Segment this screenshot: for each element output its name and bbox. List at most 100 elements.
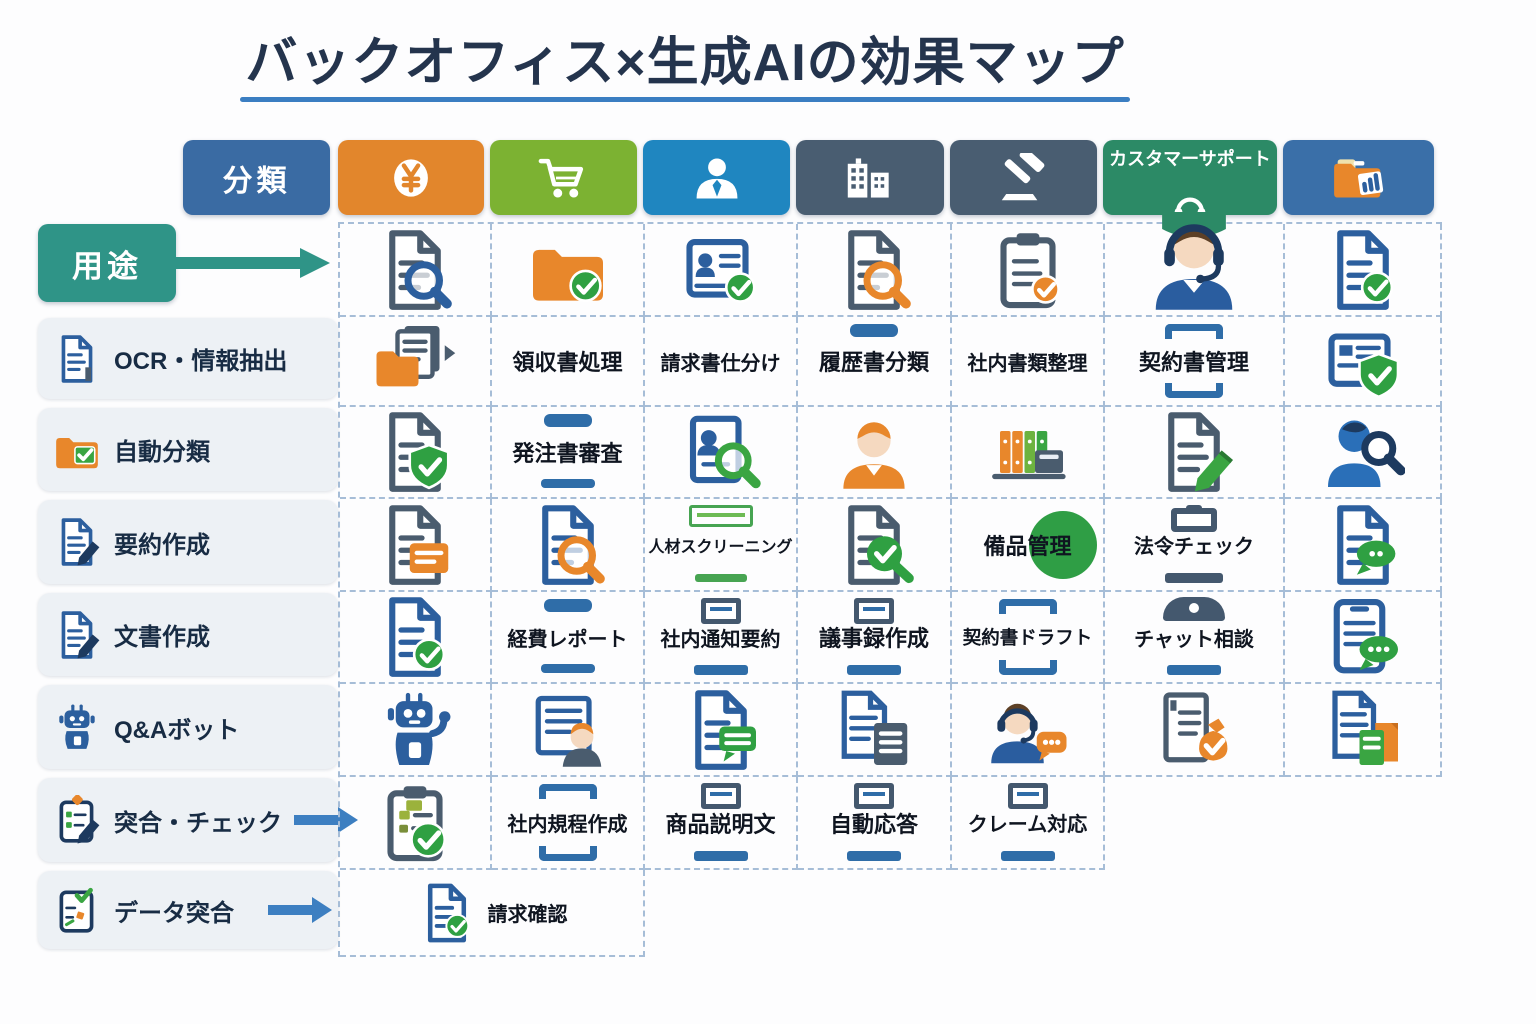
tablet-deco (540, 664, 595, 673)
grid-cell (952, 407, 1105, 499)
doc-deco (847, 851, 901, 861)
doc-check-green-icon (373, 595, 457, 679)
green-lines-deco (694, 574, 747, 582)
doc-deco (700, 598, 741, 624)
grid-cell (340, 499, 492, 592)
grid-cell (340, 407, 492, 499)
grid-cell (492, 684, 645, 777)
clipboard-check-big-icon (373, 781, 457, 865)
cell-label: クレーム対応 (967, 814, 1088, 836)
grid-cell: 発注書審査 (492, 407, 645, 499)
grid-cell (1285, 592, 1442, 684)
grid-cell (1285, 870, 1442, 957)
grid-cell: 社内規程作成 (492, 777, 645, 870)
clipboard-check-orange-icon (986, 228, 1070, 312)
grid-cell (798, 224, 952, 317)
doc-search-orange-blue-icon (526, 503, 610, 587)
doc-search-orange-icon (832, 228, 916, 312)
grid-cell: 領収書処理 (492, 317, 645, 407)
card-shield-icon (1321, 319, 1405, 403)
cell-label: 人材スクリーニング (648, 538, 793, 556)
doc-pencil-green-icon (1152, 410, 1236, 494)
grid-cell (798, 407, 952, 499)
row-label-summary-creation: 要約作成 (38, 500, 338, 584)
cell-label: 社内通知要約 (660, 628, 781, 651)
grid-cell: 商品説明文 (645, 777, 798, 870)
headset-deco (1163, 597, 1225, 621)
grid-cell (1105, 777, 1285, 870)
column-header-label: カスタマーサポート (1109, 149, 1271, 169)
grid-cell (952, 224, 1105, 317)
row-label-matching-check: 突合・チェック (38, 778, 358, 862)
binders-box-icon (986, 410, 1070, 494)
grid-cell (340, 684, 492, 777)
grid-cell (1285, 407, 1442, 499)
grid-cell: 議事録作成 (798, 592, 952, 684)
row-label-text: OCR・情報抽出 (114, 348, 288, 375)
grid-cell (340, 317, 492, 407)
grid-cell: クレーム対応 (952, 777, 1105, 870)
cell-label: 履歴書分類 (818, 350, 929, 375)
clipboard-deco (1165, 573, 1223, 583)
doc-person-icon (526, 688, 610, 772)
robot-wave-icon (373, 688, 457, 772)
row-label-auto-classification: 自動分類 (38, 408, 338, 491)
grid-cell (798, 499, 952, 592)
row-label-text: 突合・チェック (114, 809, 282, 837)
grid-cell (952, 870, 1105, 957)
yen-icon (379, 153, 443, 203)
usage-arrow (174, 257, 300, 269)
grid-cell (1105, 684, 1285, 777)
column-header-purchasing (490, 140, 637, 215)
grid-cell: 経費レポート (492, 592, 645, 684)
row-label-text: 自動分類 (114, 439, 210, 466)
grid-cell: 人材スクリーニング (645, 499, 798, 592)
column-header-legal (950, 140, 1097, 215)
cell-label: 備品管理 (983, 533, 1072, 559)
effect-grid: 領収書処理請求書仕分け履歴書分類社内書類整理契約書管理発注書審査人材スクリーニン… (338, 211, 1442, 957)
grid-cell (1105, 211, 1285, 317)
doc-bubble-icon (1321, 503, 1405, 587)
usage-header: 用途 (38, 224, 176, 302)
grid-cell (645, 684, 798, 777)
grid-cell: 契約書ドラフト (952, 592, 1105, 684)
doc-lines-icon (52, 334, 102, 384)
cart-icon (532, 153, 596, 203)
folder-check-badge-icon (526, 228, 610, 312)
usage-arrow-head (300, 248, 330, 278)
cell-label: 発注書審査 (512, 441, 623, 466)
scan-docs-icon (373, 319, 457, 403)
grid-cell: 契約書管理 (1105, 317, 1285, 407)
grid-cell (1105, 870, 1285, 957)
folder-chart-icon (1327, 153, 1391, 203)
brackets-deco (1165, 324, 1223, 339)
column-header-general-affairs (796, 140, 944, 215)
grid-cell (952, 684, 1105, 777)
bar-top-deco (850, 324, 898, 337)
tablet-deco (543, 599, 592, 612)
grid-cell (1285, 499, 1442, 592)
clipboard-pencil-icon (52, 794, 102, 845)
green-circle-deco (1029, 511, 1097, 579)
grid-cell (645, 870, 798, 957)
doc-deco (1007, 783, 1048, 809)
cell-label: 請求書仕分け (660, 352, 781, 375)
cell-label: 議事録作成 (818, 626, 929, 651)
doc-chat-icon (679, 688, 763, 772)
column-header-documents (1283, 140, 1434, 215)
column-header-classification: 分類 (183, 140, 330, 215)
cell-label: 契約書管理 (1138, 350, 1249, 375)
grid-cell: 履歴書分類 (798, 317, 952, 407)
column-header-finance (338, 140, 484, 215)
cell-content: 請求確認 (416, 882, 568, 944)
grid-cell (798, 684, 952, 777)
grid-cell (1285, 317, 1442, 407)
brackets-deco (1165, 383, 1223, 398)
brackets-deco (538, 846, 597, 861)
grid-cell: 社内通知要約 (645, 592, 798, 684)
folder-check-icon (52, 425, 102, 475)
doc-deco (693, 665, 748, 675)
grid-cell (1285, 224, 1442, 317)
row-arrow-bar (294, 815, 338, 825)
